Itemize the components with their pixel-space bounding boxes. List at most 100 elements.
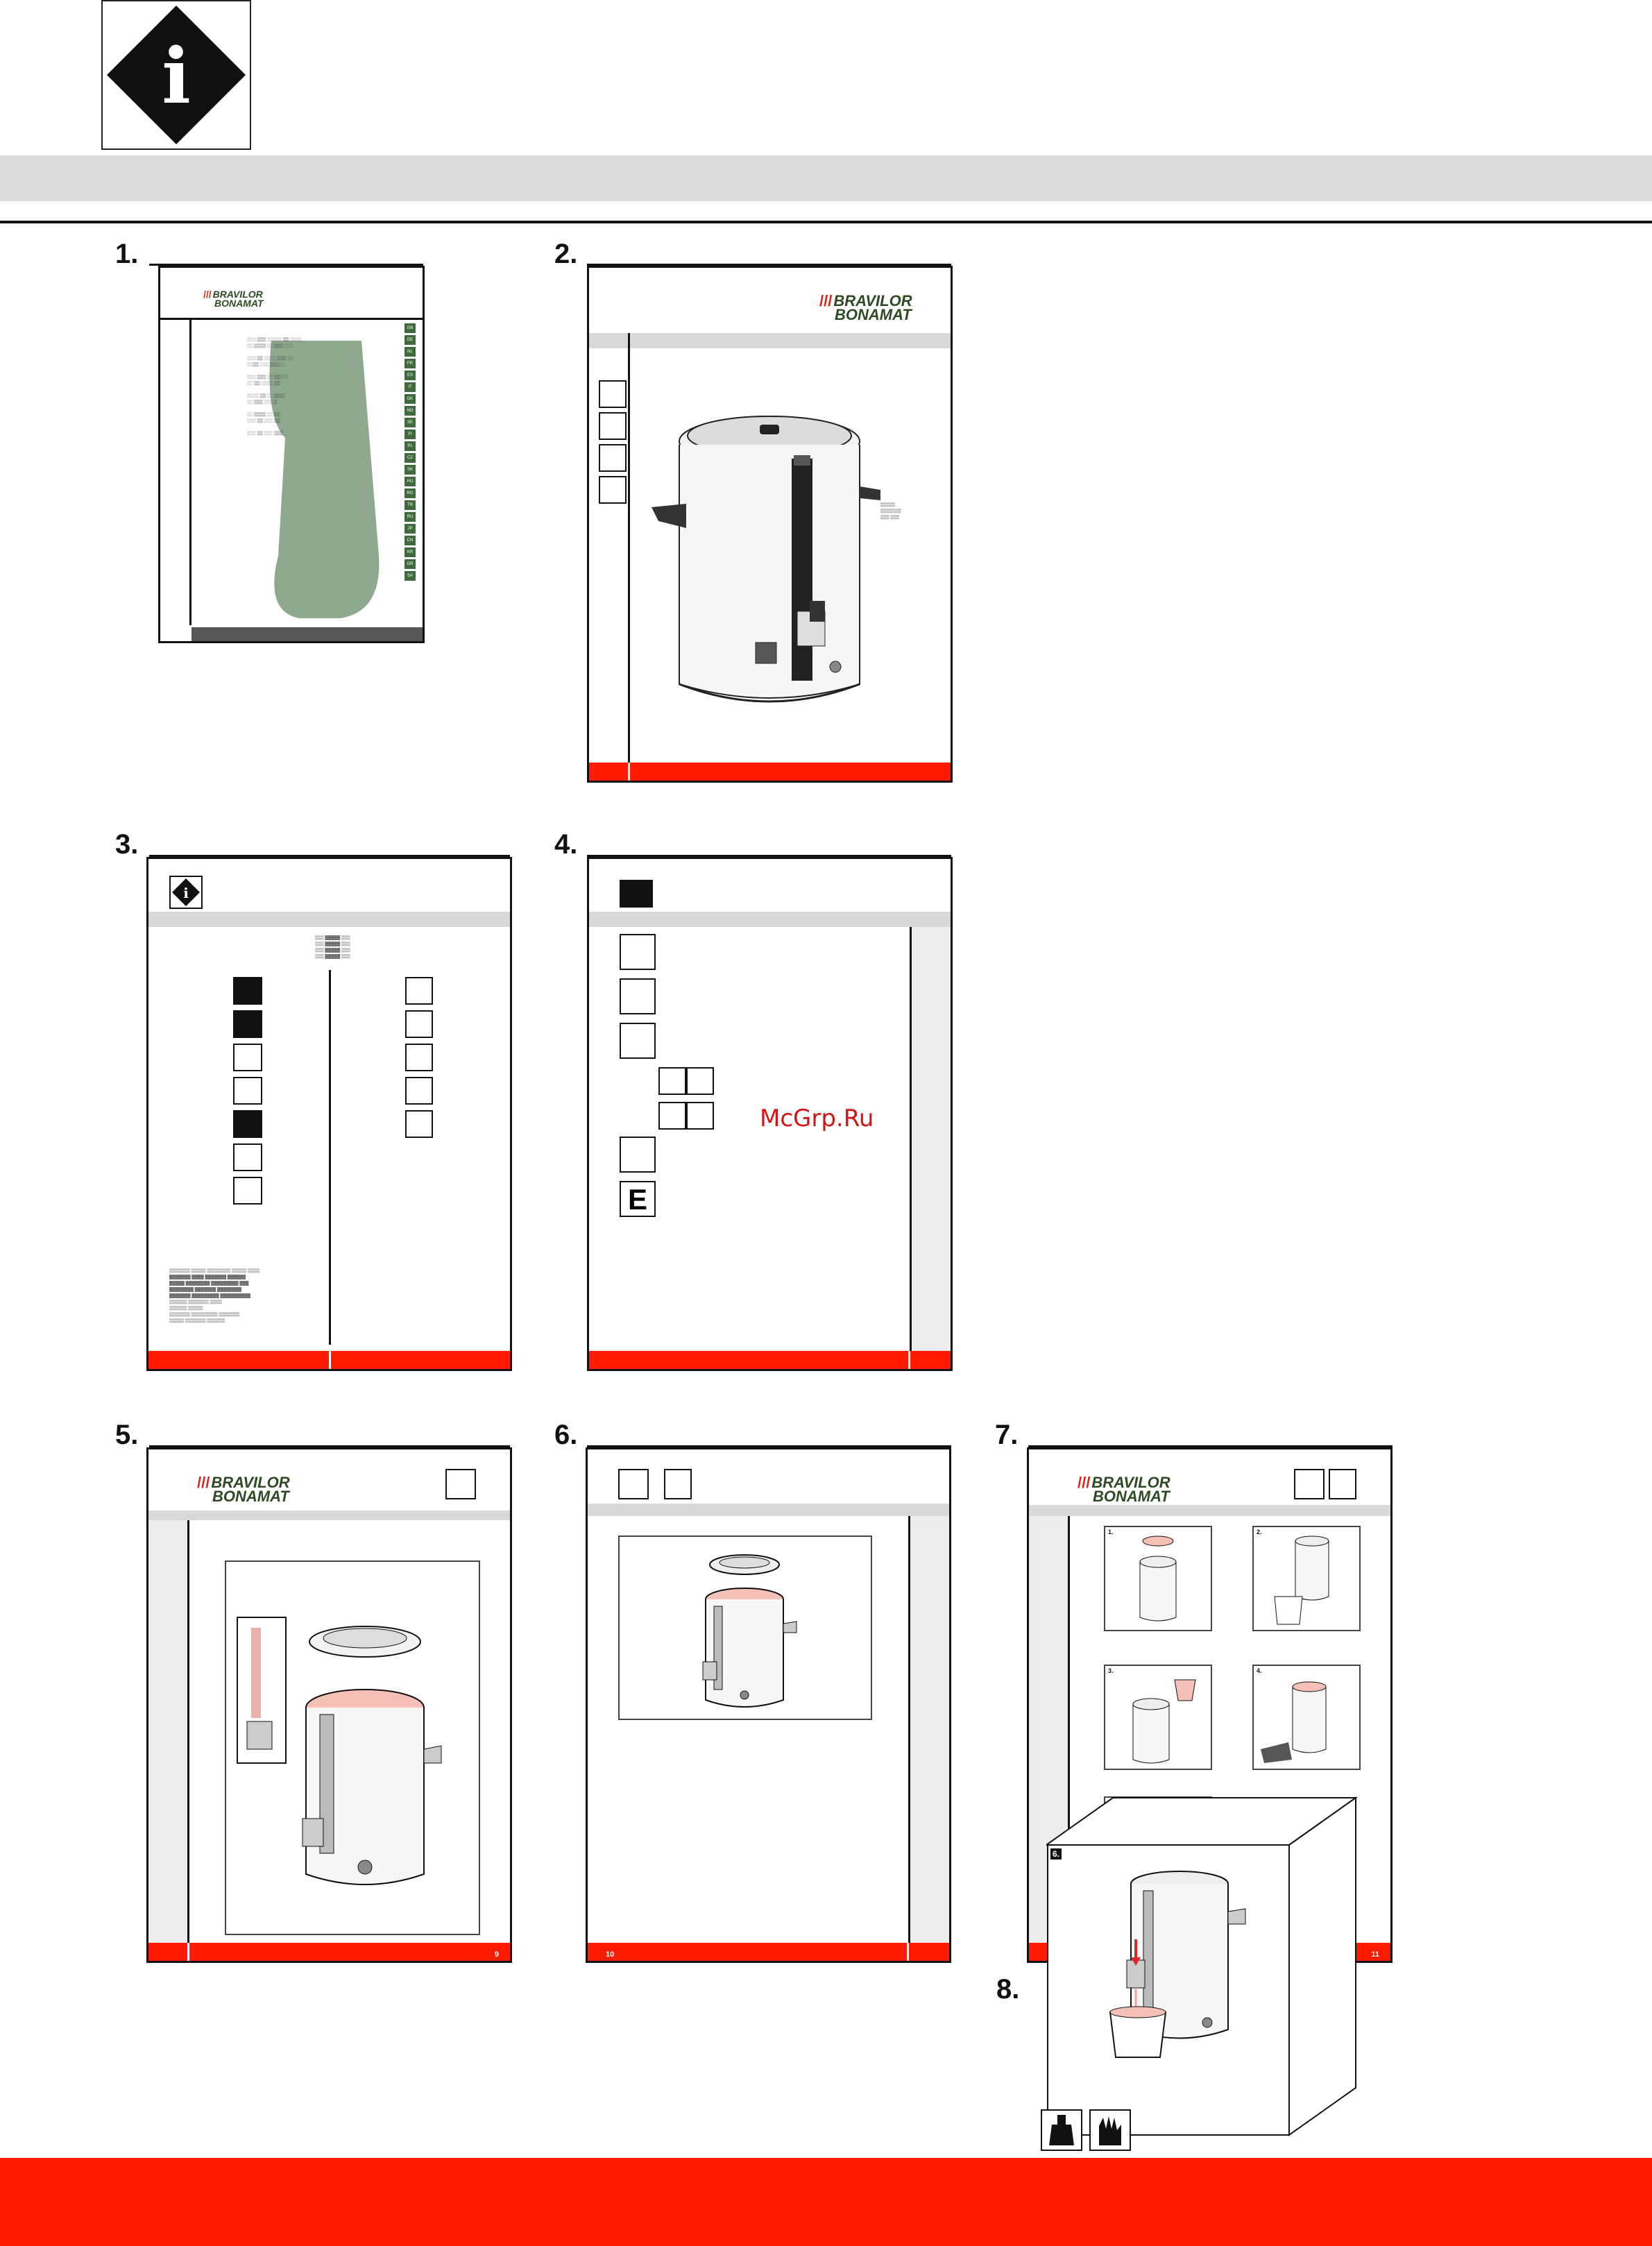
step-2-rule (587, 264, 951, 266)
maintenance-icon (405, 1110, 433, 1138)
blank-icon (405, 1077, 433, 1105)
installation-icon (233, 1044, 262, 1071)
info-icon: i (107, 6, 246, 144)
descaling-icon (686, 1067, 714, 1095)
cleaning-icon (599, 444, 627, 472)
header-rule (0, 221, 1652, 223)
page-number: 11 (1371, 1950, 1379, 1959)
step-3-rule (149, 855, 510, 857)
hot-liquid-warning-icon (1041, 2109, 1082, 2151)
page-symbols: i ▒▒▒ ▓▓▓▓▓ ▒▒▒▒▒▒ ▓▓▓▓▓ ▒▒▒▒▒▒ ▓▓▓▓▓ ▒▒… (146, 857, 512, 1371)
step-2-label: 2. (554, 239, 578, 269)
step-1-rule (149, 264, 423, 266)
blank-icon (686, 1102, 714, 1130)
manual-icon (620, 880, 653, 908)
page-side-column (910, 927, 951, 1351)
lang-tab: DE (405, 335, 416, 345)
cover-text-block: ░░░ ▒▒▒ ░░░░░ ▒▒ ░░░░░░ ▒▒▒▒ ░░ ▒▒▒ ░░░░… (247, 338, 302, 436)
info-icon (233, 977, 262, 1005)
watermark: McGrp.Ru (760, 1105, 874, 1132)
boiler-exploded-illustration (237, 1617, 442, 1885)
installation-icon (599, 380, 627, 408)
lang-tab: TR (405, 500, 416, 510)
step-detail-1: 1. (1104, 1526, 1212, 1631)
lang-tab: JP (405, 524, 416, 534)
warning-step-label: 6. (1050, 1848, 1062, 1860)
step-detail-3: 3. (1104, 1665, 1212, 1770)
page-header-band (589, 333, 951, 348)
operation-icon (599, 412, 627, 440)
lang-tab: GR (405, 559, 416, 569)
page-number: 10 (606, 1950, 615, 1959)
step-3-label: 3. (115, 829, 139, 860)
lang-tab: SK (405, 465, 416, 475)
cover-footer (191, 627, 423, 641)
page-footer: 10 (588, 1943, 949, 1961)
maintenance-icon (620, 1137, 656, 1173)
step-4-rule (587, 855, 951, 857)
info-icon: i (169, 876, 203, 909)
page-10: 10 (586, 1447, 951, 1963)
step-8-label: 8. (996, 1974, 1020, 2005)
symbols-notes: ▒▒▒▒▒▒▒ ▒▒▒▒▒ ▒▒▒▒▒▒▒▒ ▒▒▒▒▒ ▒▒▒▒▓▓▓▓▓▓▓… (169, 1269, 259, 1323)
lang-tab: RO (405, 488, 416, 498)
symbols-legend: ▒▒▒ ▓▓▓▓▓ ▒▒▒▒▒▒ ▓▓▓▓▓ ▒▒▒▒▒▒ ▓▓▓▓▓ ▒▒▒▒… (315, 936, 350, 959)
page-side-column (908, 1516, 949, 1943)
step-detail-2: 2. (1252, 1526, 1361, 1631)
cleaning-icon (405, 977, 433, 1005)
step-7-rule (1028, 1445, 1393, 1447)
cleaning-icon (658, 1102, 686, 1130)
cleaning-icon (405, 1010, 433, 1038)
page-header-band (1029, 1505, 1390, 1516)
product-caption: ▒▒▒▒▒▒▒▒▒▒▒▒▒▒▒ ▒▒▒ (880, 503, 901, 520)
lang-tab: SA (405, 571, 416, 581)
boiler-cleaning-illustration (702, 1554, 797, 1708)
lang-tab: NO (405, 406, 416, 416)
page-footer: 9 (148, 1943, 510, 1961)
descaling-icon (233, 1143, 262, 1171)
lang-tab: FR (405, 359, 416, 368)
water-boiler-illustration (652, 416, 880, 703)
operation-icon (233, 1077, 262, 1105)
cleaning-icon (618, 1469, 649, 1499)
footer-band (0, 2158, 1652, 2246)
cover-figure (269, 341, 380, 618)
lang-tab: FI (405, 429, 416, 439)
page-header-band (588, 1504, 949, 1516)
descaling-icon (405, 1044, 433, 1071)
header-band (0, 155, 1652, 201)
lang-tab: GB (405, 323, 416, 333)
descaling-icon (664, 1469, 692, 1499)
page-header-band (148, 1511, 510, 1520)
page-footer (589, 1351, 951, 1369)
lang-tab: CN (405, 536, 416, 545)
lang-tab: HU (405, 477, 416, 486)
lang-tab: NL (405, 347, 416, 357)
lang-tab: ES (405, 371, 416, 380)
page-contents: E (587, 857, 953, 1371)
lang-tab: CZ (405, 453, 416, 463)
cleaning-icon (1294, 1469, 1325, 1499)
page-footer (148, 1351, 510, 1369)
maintenance-icon (599, 476, 627, 504)
step-6-rule (587, 1445, 951, 1447)
info-icon-box: i (101, 0, 251, 150)
illustration-frame (618, 1535, 872, 1720)
step-7-label: 7. (995, 1420, 1019, 1450)
step-5-rule (149, 1445, 510, 1447)
step-detail-4: 4. (1252, 1665, 1361, 1770)
page-header-band (148, 912, 510, 927)
operation-icon (620, 978, 656, 1014)
installation-icon (620, 934, 656, 970)
step-4-label: 4. (554, 829, 578, 860)
gloves-icon (1089, 2109, 1131, 2151)
cleaning-icon (445, 1469, 476, 1499)
cleaning-icon (233, 1177, 262, 1205)
page-side-column (148, 1520, 189, 1943)
lang-tab: IT (405, 382, 416, 392)
step-5-label: 5. (115, 1420, 139, 1450)
